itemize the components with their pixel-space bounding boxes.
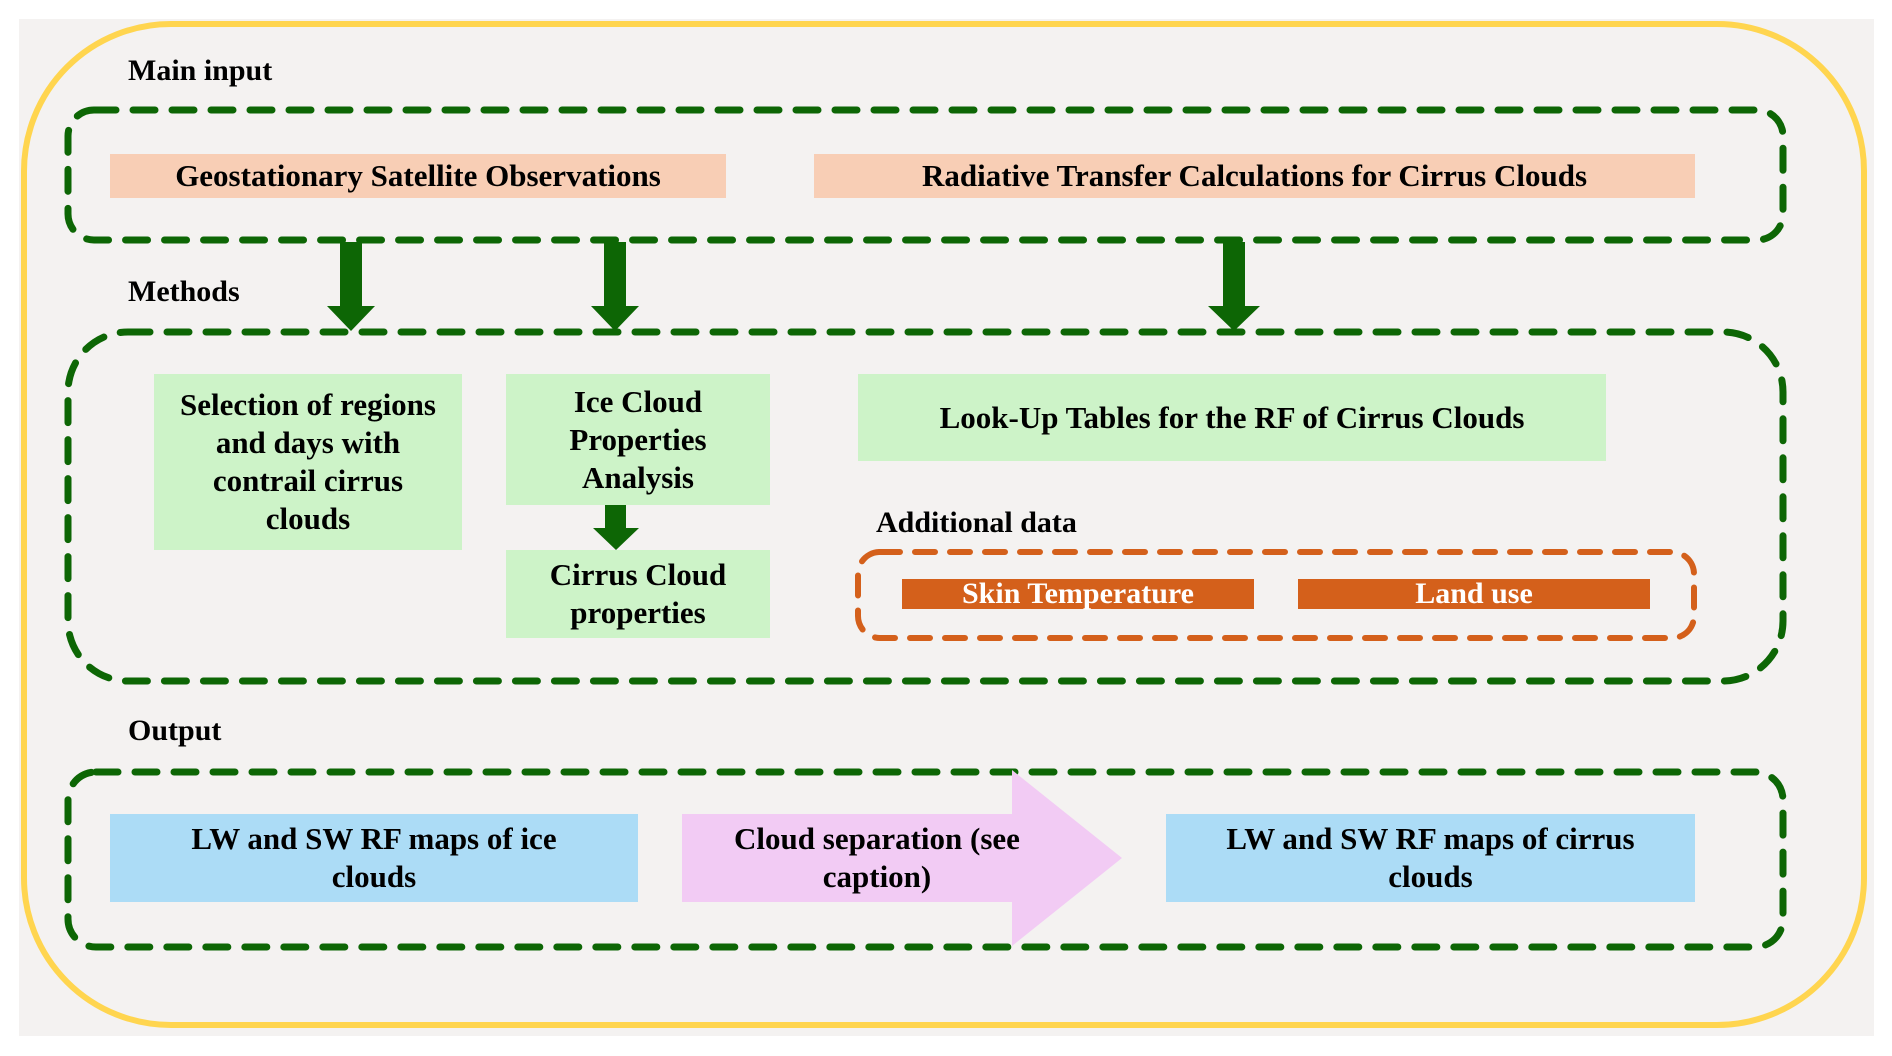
methods-group-border (64, 328, 1787, 685)
outer-frame (21, 21, 1867, 1028)
input-radiative-transfer: Radiative Transfer Calculations for Cirr… (814, 154, 1695, 198)
arrow-down-icon (593, 505, 639, 550)
method-ice-cloud-analysis: Ice Cloud Properties Analysis (506, 374, 770, 505)
input-geostationary-observations: Geostationary Satellite Observations (110, 154, 726, 198)
additional-data-group-border (855, 549, 1697, 641)
arrow-down-icon (591, 242, 639, 331)
additional-data-title: Additional data (876, 506, 1077, 539)
cloud-separation-label: Cloud separation (see caption) (734, 821, 1020, 894)
method-selection-regions: Selection of regions and days with contr… (154, 374, 462, 550)
main-input-group-border (64, 106, 1787, 244)
method-lookup-tables: Look-Up Tables for the RF of Cirrus Clou… (858, 374, 1606, 461)
output-title: Output (128, 714, 222, 747)
methods-title: Methods (128, 275, 240, 308)
arrow-down-icon (1208, 242, 1260, 331)
method-cirrus-properties: Cirrus Cloud properties (506, 550, 770, 638)
output-ice-cloud-rf-maps: LW and SW RF maps of ice clouds (110, 814, 638, 902)
main-input-title: Main input (128, 54, 273, 87)
arrow-down-icon (327, 242, 375, 331)
output-cirrus-cloud-rf-maps: LW and SW RF maps of cirrus clouds (1166, 814, 1695, 902)
output-group-border (64, 768, 1787, 951)
separation-arrow-shape (682, 770, 1122, 946)
additional-skin-temperature: Skin Temperature (902, 577, 1254, 610)
additional-land-use: Land use (1298, 577, 1650, 610)
